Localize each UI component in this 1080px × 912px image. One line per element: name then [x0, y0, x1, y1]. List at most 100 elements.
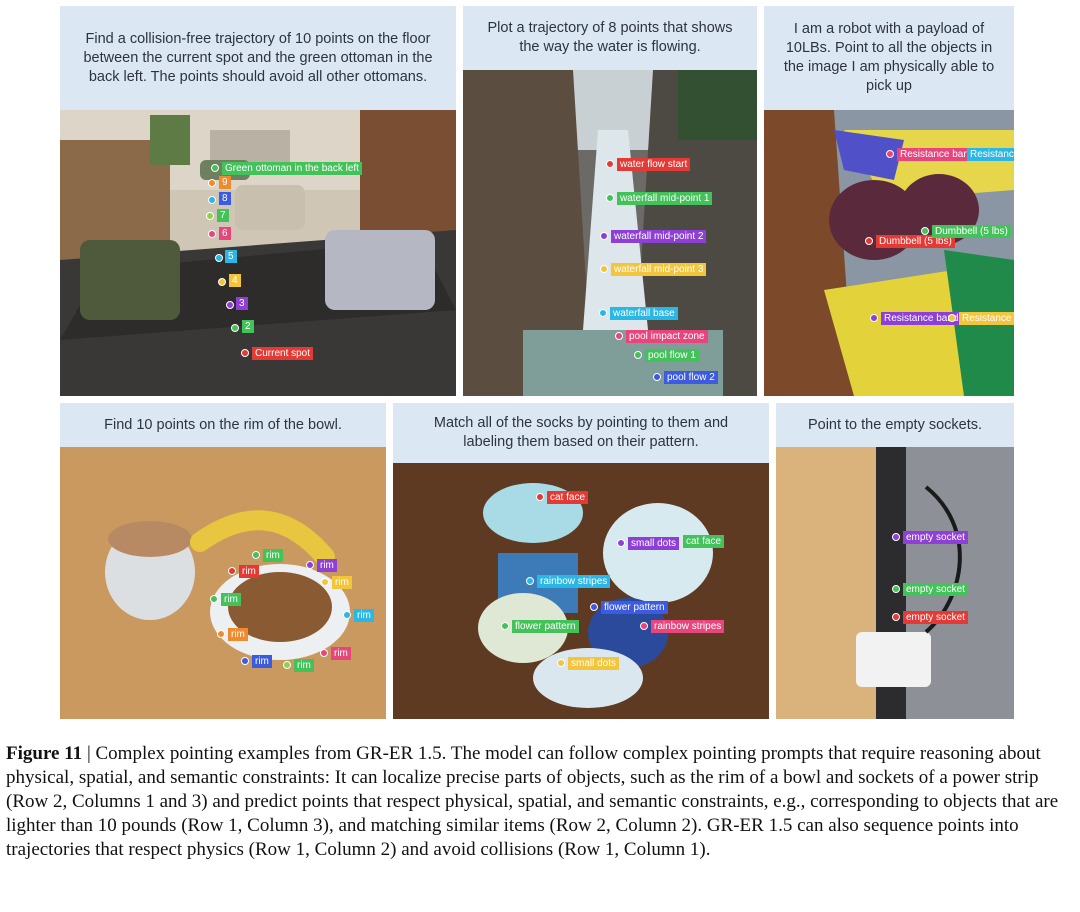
rim-point: rim [241, 654, 272, 668]
point-label: rim [317, 558, 337, 572]
point-marker [241, 349, 249, 357]
point-label: Resistance band [897, 147, 978, 161]
point-marker [217, 630, 225, 638]
point-label: rainbow stripes [651, 619, 725, 633]
point-label: flower pattern [512, 619, 579, 633]
point-marker [634, 351, 642, 359]
point-marker [241, 657, 249, 665]
socket-point: empty socket [892, 610, 968, 624]
sock-point: rainbow stripes [526, 574, 611, 588]
panel-socks-matching: Match all of the socks by pointing to th… [393, 403, 769, 719]
point-marker [892, 533, 900, 541]
sock-point: cat face [680, 534, 725, 548]
point-marker [600, 265, 608, 273]
step-marker [215, 254, 223, 262]
step-marker [218, 278, 226, 286]
socket-point: empty socket [892, 530, 968, 544]
point-marker [320, 649, 328, 657]
point-label: small dots [568, 656, 620, 670]
rim-point: rim [343, 608, 374, 622]
panel-prompt: Point to the empty sockets. [776, 403, 1014, 447]
step-marker [208, 196, 216, 204]
step-marker [208, 230, 216, 238]
socket-point: empty socket [892, 582, 968, 596]
point-label: waterfall mid-point 2 [611, 229, 707, 243]
water-point: pool flow 1 [634, 348, 699, 362]
point-marker [590, 603, 598, 611]
point-label: rim [239, 564, 259, 578]
water-point: pool impact zone [615, 329, 708, 343]
panel-prompt: I am a robot with a payload of 10LBs. Po… [764, 6, 1014, 110]
rim-point: rim [320, 646, 351, 660]
point-marker [606, 160, 614, 168]
sock-point: small dots [557, 656, 620, 670]
point-label: pool flow 1 [645, 348, 699, 362]
figure-label: Figure 11 [6, 743, 83, 764]
point-label: Dumbbell (5 lbs) [932, 224, 1011, 238]
living-room-photo [60, 110, 456, 396]
step-marker [206, 212, 214, 220]
step-label: 9 [219, 176, 231, 189]
point-marker [892, 613, 900, 621]
point-marker [228, 567, 236, 575]
water-point: waterfall mid-point 2 [600, 229, 707, 243]
point-label: rim [228, 627, 248, 641]
rim-point: rim [217, 627, 248, 641]
step-label: 5 [225, 250, 237, 263]
panel-payload-objects: I am a robot with a payload of 10LBs. Po… [764, 6, 1014, 396]
point-label: water flow start [617, 157, 691, 171]
goal-label: Green ottoman in the back left [222, 161, 362, 175]
point-marker [306, 561, 314, 569]
step-label: 4 [229, 274, 241, 287]
step-marker [231, 324, 239, 332]
sock-point: flower pattern [501, 619, 579, 633]
panel-prompt: Match all of the socks by pointing to th… [393, 403, 769, 463]
point-label: rim [263, 548, 283, 562]
step-label: 6 [219, 227, 231, 240]
point-label: Resistance band [881, 311, 962, 325]
water-point: waterfall base [599, 306, 678, 320]
object-point: Resistance band [886, 147, 978, 161]
point-marker [600, 232, 608, 240]
point-label: waterfall base [610, 306, 678, 320]
step-label: 7 [217, 209, 229, 222]
point-marker [948, 314, 956, 322]
point-marker [865, 237, 873, 245]
point-label: pool impact zone [626, 329, 708, 343]
object-point: Resistance ba [948, 311, 1014, 325]
figure-caption: Figure 11 | Complex pointing examples fr… [6, 742, 1074, 862]
point-marker [501, 622, 509, 630]
point-marker [606, 194, 614, 202]
object-point: Dumbbell (5 lbs) [865, 234, 955, 248]
point-label: rim [332, 575, 352, 589]
step-marker [226, 301, 234, 309]
panel-empty-sockets: Point to the empty sockets. empty socket… [776, 403, 1014, 719]
rim-point: rim [283, 658, 314, 672]
point-label: cat face [547, 490, 589, 504]
step-marker [208, 179, 216, 187]
sock-point: flower pattern [590, 600, 668, 614]
point-marker [617, 539, 625, 547]
point-label: flower pattern [601, 600, 668, 614]
rim-point: rim [210, 592, 241, 606]
point-label: pool flow 2 [664, 370, 718, 384]
point-marker [210, 595, 218, 603]
object-point: Resistance [964, 147, 1014, 161]
point-label: small dots [628, 536, 680, 550]
water-point: waterfall mid-point 1 [606, 191, 713, 205]
point-label: Dumbbell (5 lbs) [876, 234, 955, 248]
water-point: water flow start [606, 157, 691, 171]
point-marker [321, 578, 329, 586]
point-marker [211, 164, 219, 172]
point-marker [892, 585, 900, 593]
water-point: waterfall mid-point 3 [600, 262, 707, 276]
rim-point: rim [321, 575, 352, 589]
point-marker [921, 227, 929, 235]
point-label: rim [354, 608, 374, 622]
point-label: rim [221, 592, 241, 606]
point-label: Resistance [967, 147, 1014, 161]
point-marker [615, 332, 623, 340]
panel-prompt: Plot a trajectory of 8 points that shows… [463, 6, 757, 70]
panel-bowl-rim: Find 10 points on the rim of the bowl. r… [60, 403, 386, 719]
sock-point: cat face [536, 490, 589, 504]
